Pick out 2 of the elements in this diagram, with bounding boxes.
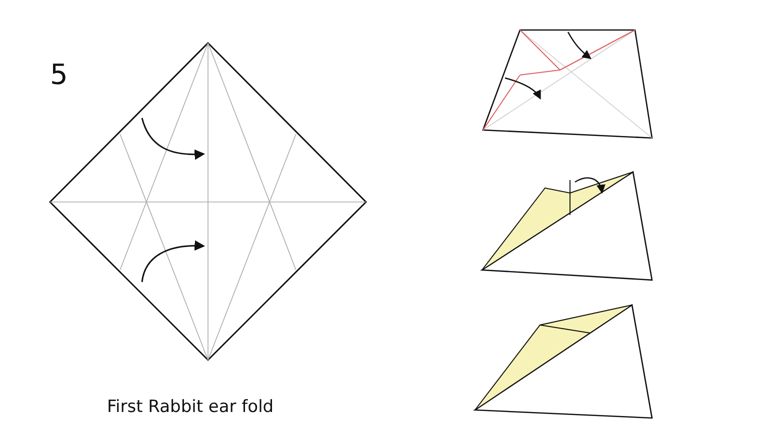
step-number: 5	[50, 58, 68, 91]
caption: First Rabbit ear fold	[107, 397, 274, 417]
